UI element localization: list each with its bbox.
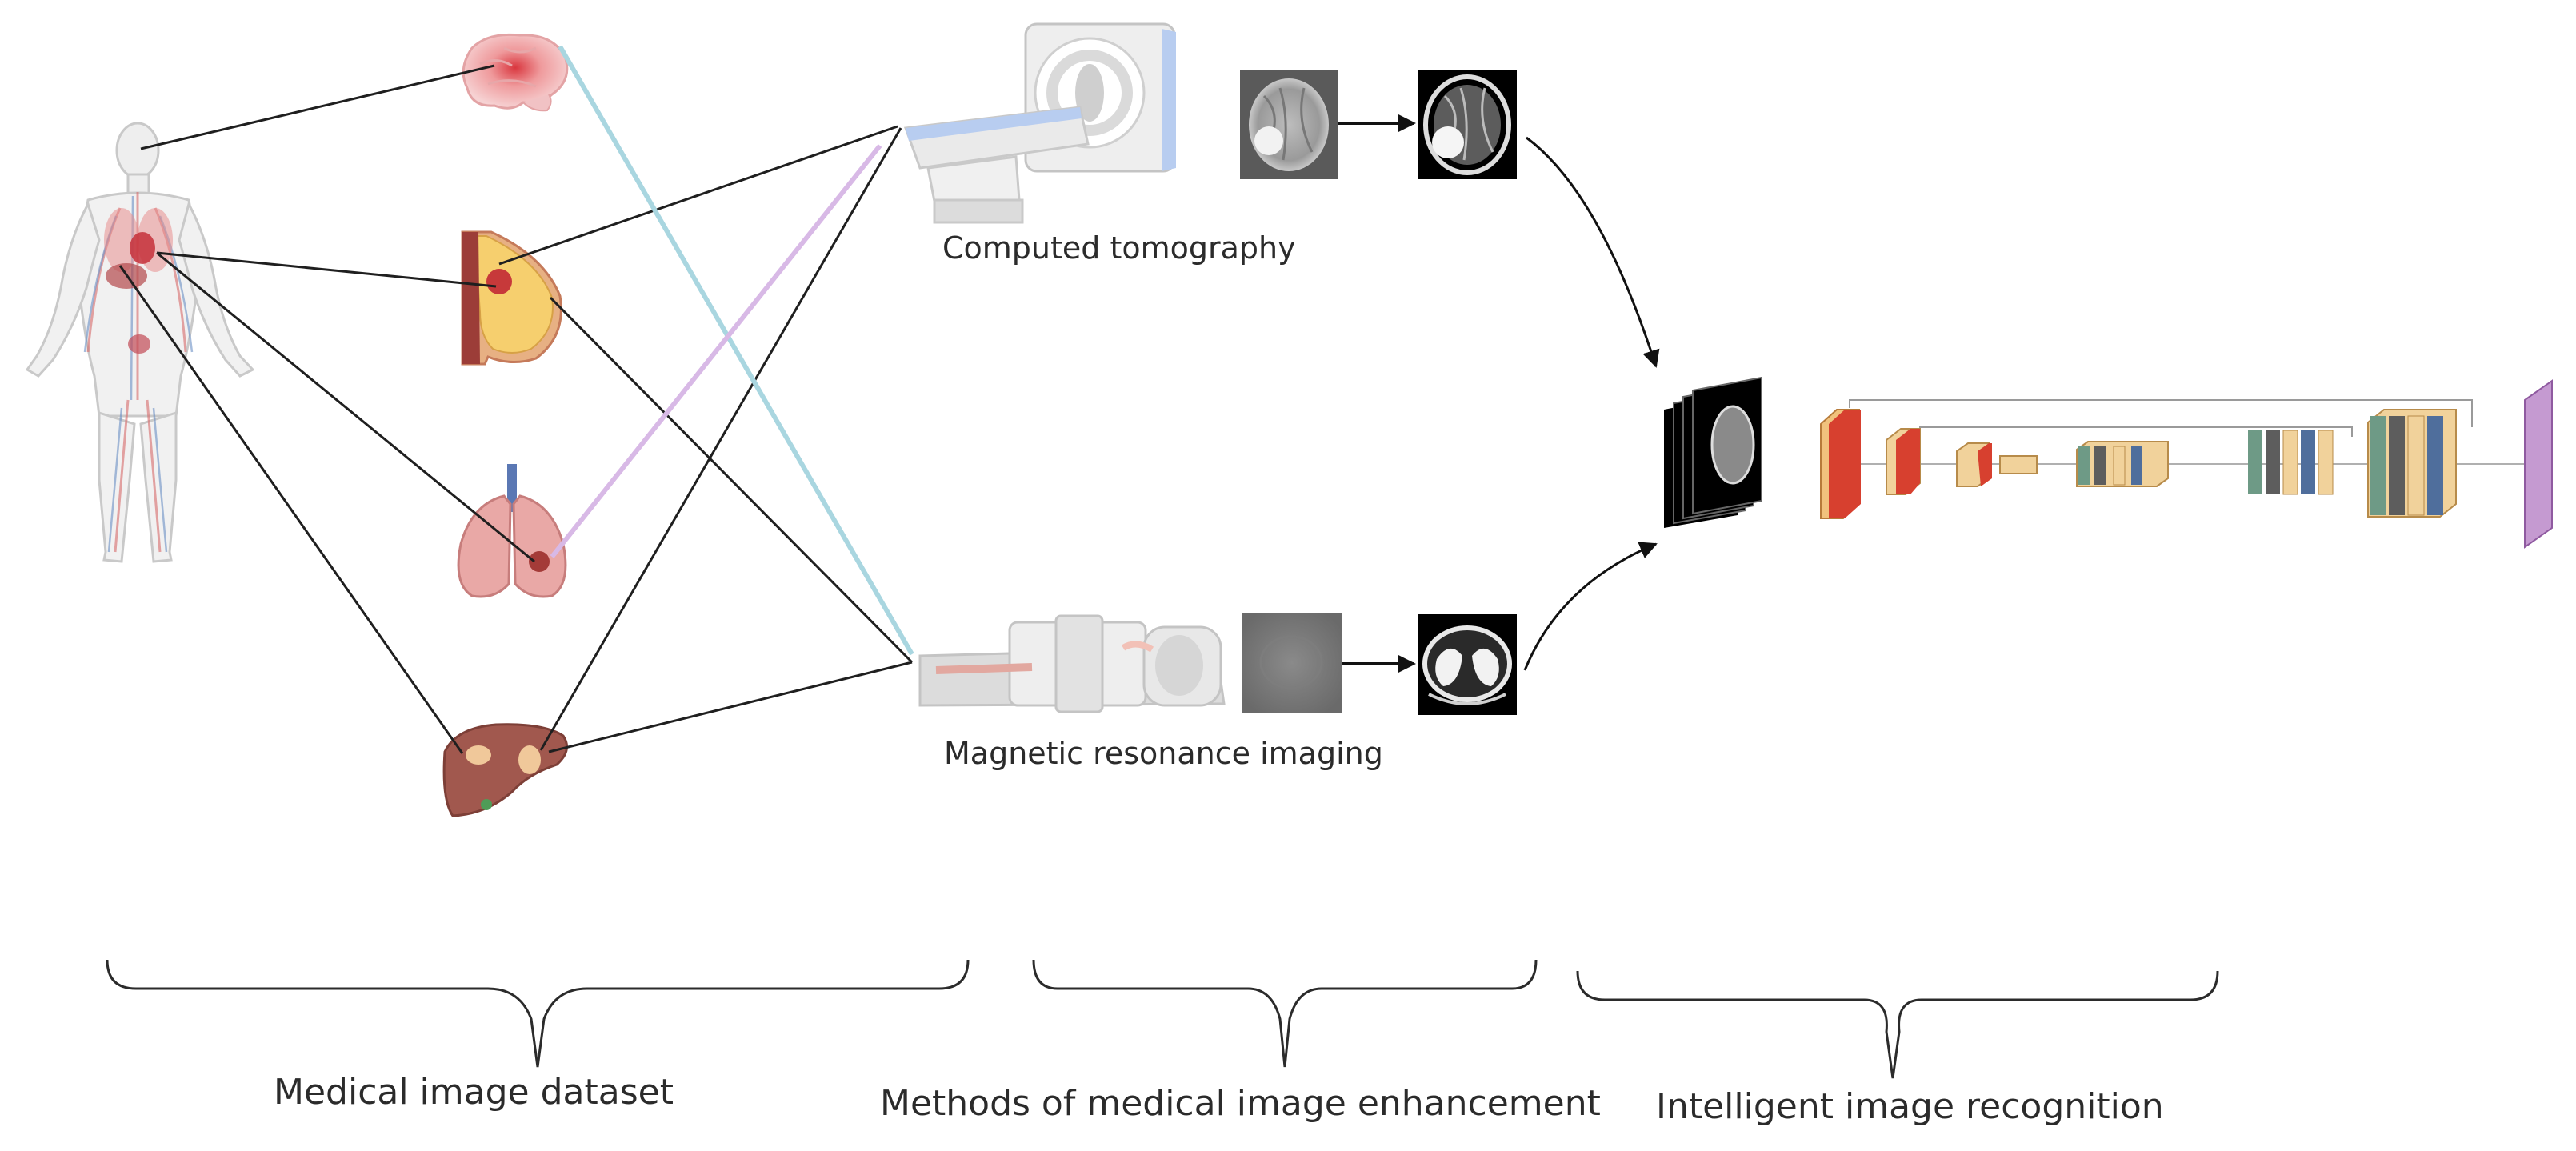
ct-scanner-icon [903,22,1176,224]
section-label-dataset: Medical image dataset [274,1072,674,1113]
enhancement-brace [1032,959,1538,1068]
mri-to-recognition-arrow [1523,542,1658,671]
breast-icon [461,230,562,366]
lungs-icon [457,464,567,598]
ct-input-image [1240,70,1338,179]
body-to-organ-lines [118,64,535,754]
dataset-brace [106,959,970,1068]
recognition-brace [1576,970,2219,1079]
cyan-connector [558,45,914,656]
image-stack-icon [1664,376,1762,528]
brain-icon [462,33,569,112]
lilac-connector [550,144,882,558]
ct-output-image [1418,70,1517,179]
section-label-recognition: Intelligent image recognition [1656,1086,2164,1127]
liver-icon [442,723,568,817]
mri-scanner-icon [918,614,1226,713]
section-label-enhancement: Methods of medical image enhancement [880,1083,1601,1124]
neural-network-diagram [1820,379,2553,549]
organ-to-modality-lines [498,125,914,753]
mri-output-image [1418,614,1517,715]
human-body-icon [25,122,255,563]
mri-label: Magnetic resonance imaging [944,736,1383,771]
mri-input-image [1242,613,1342,713]
ct-label: Computed tomography [942,230,1296,266]
ct-to-recognition-arrow [1526,136,1660,368]
